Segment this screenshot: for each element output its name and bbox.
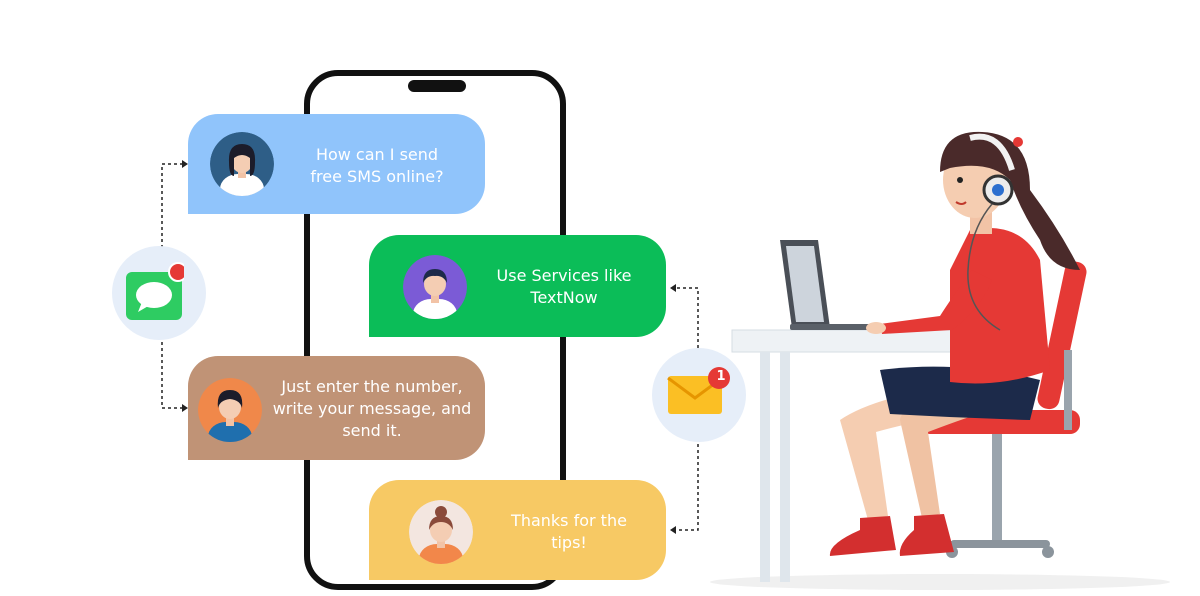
left-connector: [161, 160, 188, 412]
avatar-man: [403, 255, 467, 319]
envelope-icon: [667, 367, 730, 414]
chat-bubble-thanks: Thanks for the tips!: [369, 480, 666, 580]
message-line: send it.: [342, 421, 402, 440]
chat-bubble-question: How can I send free SMS online?: [188, 114, 485, 214]
avatar-woman-bun: [409, 500, 473, 564]
mail-badge-count: 1: [716, 369, 726, 384]
message-line: Thanks for the: [511, 511, 627, 530]
message-line: TextNow: [530, 288, 598, 307]
message-line: write your message, and: [272, 399, 472, 418]
chat-bubble-answer: Just enter the number, write your messag…: [188, 356, 485, 460]
message-line: free SMS online?: [310, 167, 444, 186]
chat-bubble-reply: Use Services like TextNow: [369, 235, 666, 337]
message-line: Use Services like: [496, 266, 632, 285]
message-line: tips!: [551, 533, 587, 552]
phone-notch: [408, 80, 466, 92]
avatar-woman-blue: [198, 378, 262, 442]
message-line: Just enter the number,: [281, 377, 463, 396]
message-line: How can I send: [315, 145, 439, 164]
support-agent-illustration: [710, 131, 1170, 590]
right-connector: [670, 284, 699, 534]
chat-bubble-icon: [126, 262, 184, 320]
avatar-woman-dark-hair: [210, 132, 274, 196]
